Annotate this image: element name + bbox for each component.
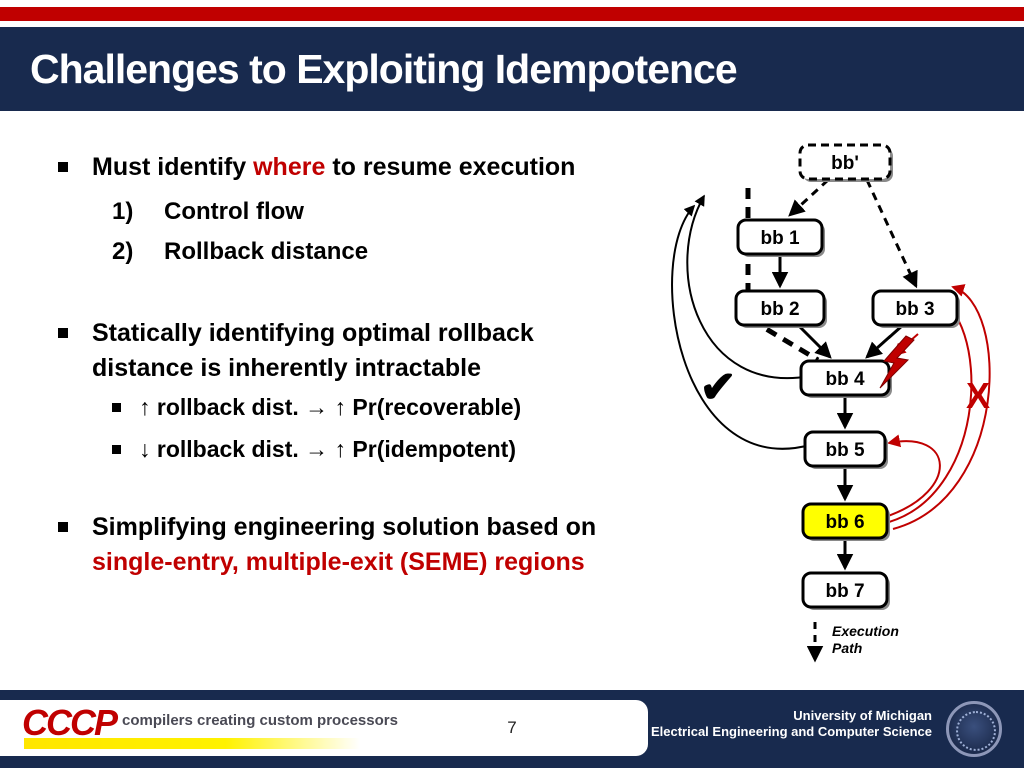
red-edge-bb6-bb3-outer xyxy=(892,284,991,530)
bullet-simplifying: Simplifying engineering solution based o… xyxy=(58,510,643,580)
bullet1-post: to resume execution xyxy=(325,153,576,181)
x-mark-icon: X xyxy=(966,375,990,416)
bullet-text: Statically identifying optimal rollback … xyxy=(92,319,534,382)
execution-path-label-1: Execution xyxy=(832,623,899,639)
item-text: Rollback distance xyxy=(164,238,369,265)
node-bb3: bb 3 xyxy=(871,289,960,328)
sub-bullet-idempotent: ↓ rollback dist. → ↑ Pr(idempotent) xyxy=(112,434,516,465)
bullet-square-icon xyxy=(58,162,68,172)
numbered-item-2: 2) Rollback distance xyxy=(112,236,368,268)
node-bb2: bb 2 xyxy=(734,289,827,328)
bullet-square-icon xyxy=(58,522,68,532)
svg-text:bb 7: bb 7 xyxy=(825,581,864,602)
svg-text:bb 1: bb 1 xyxy=(760,228,799,249)
red-edge-bb6-bb5 xyxy=(887,434,941,517)
university-seal-icon xyxy=(946,701,1002,757)
bullet1-pre: Must identify xyxy=(92,153,254,181)
bullet-must-identify: Must identify where to resume execution xyxy=(58,150,648,185)
footer-bar: CCCP compilers creating custom processor… xyxy=(0,690,1024,768)
svg-text:bb 3: bb 3 xyxy=(895,299,934,320)
affiliation-line-2: Electrical Engineering and Computer Scie… xyxy=(650,724,932,739)
sub-bullet-text: ↑ rollback dist. → ↑ Pr(recoverable) xyxy=(139,394,522,420)
page-number: 7 xyxy=(507,718,517,737)
svg-text:bb 5: bb 5 xyxy=(825,440,864,461)
checkmark-icon: ✔ xyxy=(700,363,737,412)
bullet-text: Must identify where to resume execution xyxy=(92,150,575,185)
bullet1-highlight: where xyxy=(253,153,326,181)
node-bb1: bb 1 xyxy=(736,218,825,257)
item-text: Control flow xyxy=(164,198,304,225)
edge-bb2-bb4 xyxy=(796,323,832,359)
lightning-bolt-icon xyxy=(879,335,915,389)
sub-bullet-recoverable: ↑ rollback dist. → ↑ Pr(recoverable) xyxy=(112,392,521,423)
bullet3-highlight: single-entry, multiple-exit (SEME) regio… xyxy=(92,548,585,576)
item-number: 2) xyxy=(112,238,134,265)
node-bb6-highlighted: bb 6 xyxy=(801,502,890,541)
cccp-logo: CCCP xyxy=(22,702,118,743)
affiliation: University of Michigan Electrical Engine… xyxy=(651,708,932,740)
node-bb4: bb 4 xyxy=(799,359,892,398)
bullet-square-icon xyxy=(112,445,121,454)
edge-bb3-bb4 xyxy=(865,323,904,359)
node-bb7: bb 7 xyxy=(801,571,890,610)
page-title: Challenges to Exploiting Idempotence xyxy=(30,45,738,92)
yellow-accent-bar xyxy=(24,738,360,749)
footer-white-panel: CCCP compilers creating custom processor… xyxy=(0,700,648,756)
sub-bullet-text: ↓ rollback dist. → ↑ Pr(idempotent) xyxy=(139,436,516,462)
svg-text:bb 4: bb 4 xyxy=(825,369,864,390)
node-bbp: bb' xyxy=(798,143,893,182)
top-accent-bar xyxy=(0,7,1024,21)
control-flow-graph: bb' bb 1 bb 2 bb 3 bb 4 bb 5 xyxy=(671,143,991,663)
item-number: 1) xyxy=(112,198,134,225)
affiliation-line-1: University of Michigan xyxy=(793,708,932,723)
edge-bbp-bb3 xyxy=(865,179,918,289)
bullet-statically: Statically identifying optimal rollback … xyxy=(58,316,633,386)
svg-text:bb 2: bb 2 xyxy=(760,299,799,320)
bullet-square-icon xyxy=(112,403,121,412)
svg-text:bb 6: bb 6 xyxy=(825,512,864,533)
bullet-square-icon xyxy=(58,328,68,338)
bullet-text: Simplifying engineering solution based o… xyxy=(92,510,632,580)
back-edge-left-inner xyxy=(671,204,811,450)
edge-bbp-bb1 xyxy=(788,178,830,217)
back-edge-left-outer xyxy=(686,194,811,379)
university-seal-ring xyxy=(956,711,996,751)
numbered-item-1: 1) Control flow xyxy=(112,196,304,228)
footer-tagline: compilers creating custom processors xyxy=(122,712,398,729)
node-bb5: bb 5 xyxy=(803,430,888,469)
execution-path-label-2: Path xyxy=(832,640,862,656)
bullet3-pre: Simplifying engineering solution based o… xyxy=(92,513,597,541)
title-bar: Challenges to Exploiting Idempotence xyxy=(0,27,1024,111)
svg-text:bb': bb' xyxy=(831,153,859,174)
